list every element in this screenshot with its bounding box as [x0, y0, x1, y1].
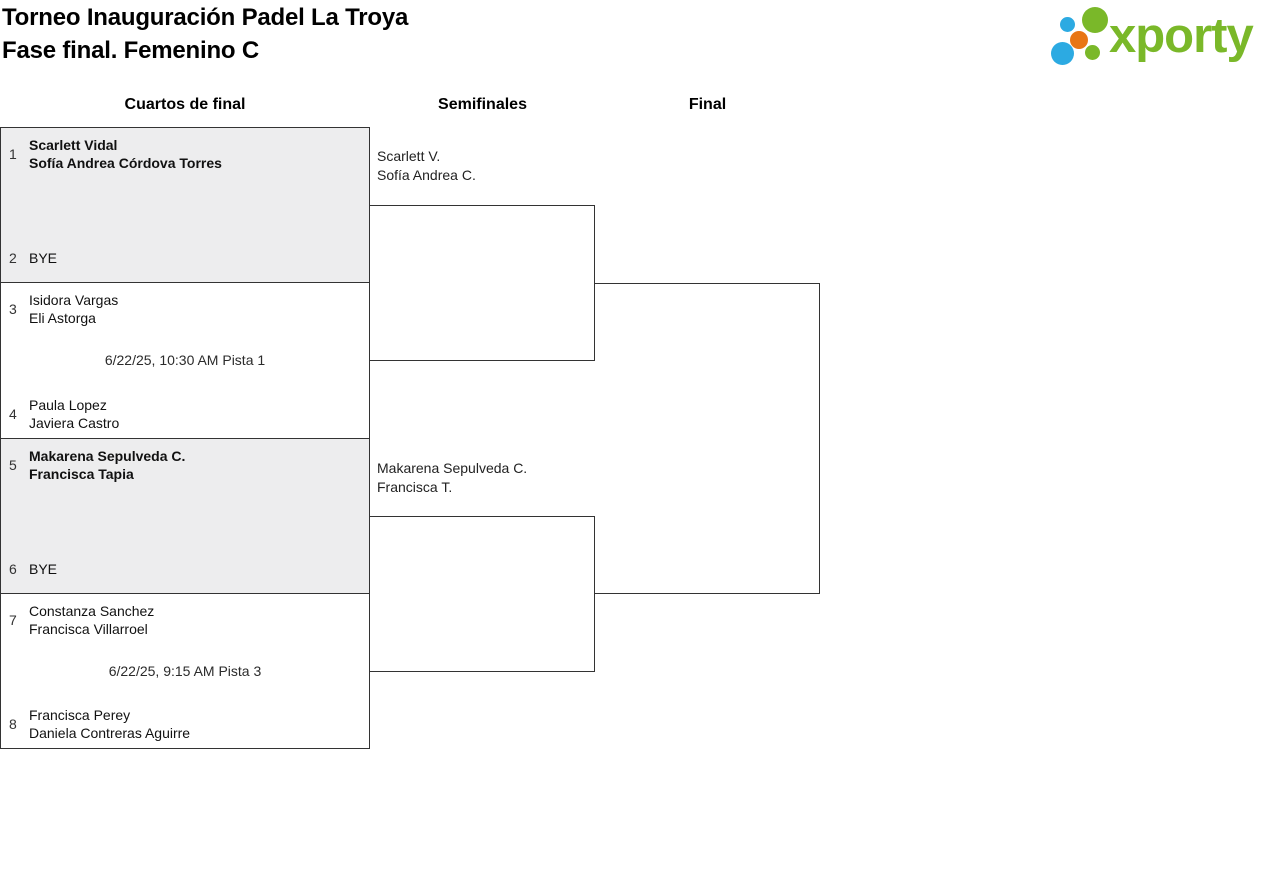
bye-label: BYE: [29, 250, 58, 267]
player-name: Francisca T.: [377, 479, 453, 495]
phase-category: Fase final. Femenino C: [2, 37, 259, 64]
team-names: Paula Lopez Javiera Castro: [29, 396, 119, 432]
team-names: Makarena Sepulveda C. Francisca Tapia: [29, 447, 185, 483]
team-slot-bottom: 6 BYE: [1, 551, 369, 587]
logo-dot-green-small: [1085, 45, 1100, 60]
seed-number: 4: [9, 405, 17, 422]
team-names: BYE: [29, 560, 57, 578]
xporty-logo[interactable]: xporty: [1045, 0, 1280, 75]
player-name: Javiera Castro: [29, 414, 120, 431]
team-names: Constanza Sanchez Francisca Villarroel: [29, 602, 154, 638]
seed-number: 3: [9, 301, 17, 318]
semifinal-1-connector: [370, 205, 595, 361]
match-qf2[interactable]: 3 Isidora Vargas Eli Astorga 6/22/25, 10…: [1, 282, 369, 438]
team-slot-top: 7 Constanza Sanchez Francisca Villarroel: [1, 602, 369, 638]
match-qf1[interactable]: 1 Scarlett Vidal Sofía Andrea Córdova To…: [1, 128, 369, 283]
seed-number: 6: [9, 560, 17, 577]
team-names: Scarlett Vidal Sofía Andrea Córdova Torr…: [29, 136, 222, 172]
seed-number: 7: [9, 611, 17, 628]
player-name: Francisca Villarroel: [29, 620, 148, 637]
xporty-logo-text: xporty: [1109, 9, 1254, 63]
player-name: Sofía Andrea Córdova Torres: [29, 155, 222, 171]
round-header-semifinales: Semifinales: [438, 96, 527, 113]
team-slot-top: 5 Makarena Sepulveda C. Francisca Tapia: [1, 447, 369, 483]
player-name: Isidora Vargas: [29, 292, 119, 309]
player-name: Daniela Contreras Aguirre: [29, 725, 191, 741]
team-names: BYE: [29, 249, 57, 267]
player-name: Francisca Tapia: [29, 465, 134, 482]
player-name: Paula Lopez: [29, 396, 107, 413]
player-name: Scarlett Vidal: [29, 137, 118, 153]
logo-dot-green-large: [1082, 7, 1108, 33]
match-qf3[interactable]: 5 Makarena Sepulveda C. Francisca Tapia …: [1, 437, 369, 593]
bye-label: BYE: [29, 560, 58, 577]
quarterfinals-column: 1 Scarlett Vidal Sofía Andrea Córdova To…: [0, 127, 370, 749]
player-name: Sofía Andrea C.: [377, 167, 476, 183]
semifinalist-1-label: Scarlett V. Sofía Andrea C.: [377, 147, 476, 185]
player-name: Francisca Perey: [29, 707, 131, 723]
tournament-name: Torneo Inauguración Padel La Troya: [2, 4, 409, 31]
team-slot-bottom: 4 Paula Lopez Javiera Castro: [1, 396, 369, 432]
player-name: Eli Astorga: [29, 310, 96, 327]
team-names: Isidora Vargas Eli Astorga: [29, 291, 118, 327]
semifinalist-2-label: Makarena Sepulveda C. Francisca T.: [377, 459, 527, 497]
match-qf4[interactable]: 7 Constanza Sanchez Francisca Villarroel…: [1, 592, 369, 748]
logo-dot-blue-large: [1051, 42, 1074, 65]
page-title: Torneo Inauguración Padel La Troya Fase …: [2, 1, 408, 67]
seed-number: 1: [9, 146, 17, 162]
match-schedule: 6/22/25, 10:30 AM Pista 1: [104, 352, 266, 369]
team-slot-bottom: 8 Francisca Perey Daniela Contreras Agui…: [1, 706, 369, 742]
player-name: Constanza Sanchez: [29, 602, 155, 619]
team-slot-top: 1 Scarlett Vidal Sofía Andrea Córdova To…: [1, 136, 369, 172]
player-name: Makarena Sepulveda C.: [29, 447, 186, 464]
seed-number: 8: [9, 716, 17, 732]
team-slot-top: 3 Isidora Vargas Eli Astorga: [1, 291, 369, 327]
logo-dot-orange: [1070, 31, 1088, 49]
round-header-final: Final: [688, 96, 727, 113]
team-slot-bottom: 2 BYE: [1, 240, 369, 276]
player-name: Scarlett V.: [377, 148, 441, 164]
seed-number: 2: [9, 250, 17, 267]
final-connector: [595, 283, 820, 594]
round-header-cuartos: Cuartos de final: [124, 96, 246, 113]
team-names: Francisca Perey Daniela Contreras Aguirr…: [29, 706, 190, 742]
semifinal-2-connector: [370, 516, 595, 672]
match-schedule: 6/22/25, 9:15 AM Pista 3: [108, 662, 262, 679]
seed-number: 5: [9, 456, 17, 473]
player-name: Makarena Sepulveda C.: [377, 460, 528, 476]
logo-dot-blue-small: [1060, 17, 1075, 32]
